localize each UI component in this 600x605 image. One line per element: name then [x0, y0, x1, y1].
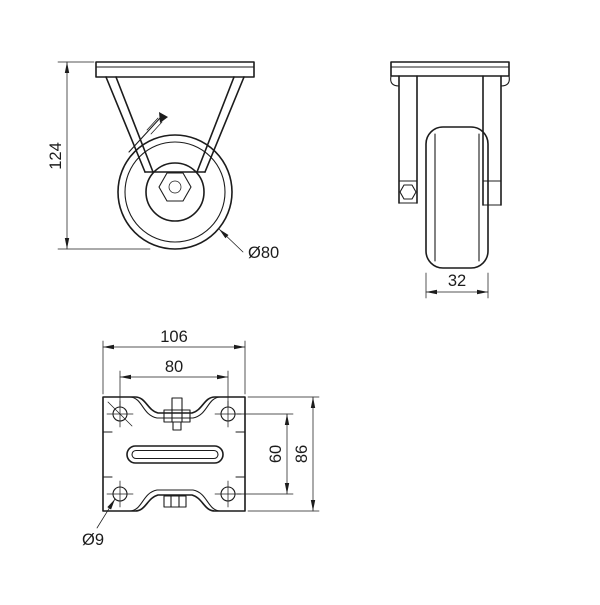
dim-plate-width: 106	[102, 328, 246, 395]
plate-inner-edges	[102, 396, 246, 512]
axle-bolt	[399, 184, 417, 200]
brand-stamp	[128, 112, 168, 153]
front-view: 124 Ø80	[47, 61, 279, 262]
plate-top-view: 106 80 60 86 Ø9	[82, 328, 320, 549]
dim-label-wheel-diameter: Ø80	[248, 244, 279, 262]
dim-plate-depth: 86	[247, 396, 320, 512]
dim-label-bolt-spacing-x: 80	[165, 358, 183, 376]
bolt-hole	[106, 480, 134, 508]
kingpin-detail-bottom	[163, 495, 187, 508]
top-plate	[95, 61, 255, 78]
side-view: 32	[390, 61, 510, 299]
wheel-side	[425, 126, 489, 269]
wheel-front	[117, 134, 233, 250]
dim-label-plate-depth: 86	[293, 445, 311, 463]
axle-nut	[158, 172, 192, 202]
leader-wheel-diameter: Ø80	[218, 228, 279, 262]
dim-label-wheel-width: 32	[448, 272, 466, 290]
dim-bolt-spacing-y: 60	[236, 413, 294, 495]
plate-outline	[102, 396, 246, 512]
leader-hole-diameter: Ø9	[82, 498, 116, 549]
mounting-slot	[126, 445, 224, 464]
top-plate-side	[390, 61, 510, 87]
dim-label-bolt-spacing-y: 60	[267, 445, 285, 463]
dim-bolt-spacing-x: 80	[119, 358, 229, 408]
dim-label-height: 124	[47, 142, 65, 170]
fork-bracket	[105, 76, 245, 173]
dim-overall-height: 124	[47, 61, 151, 250]
dim-label-plate-width: 106	[160, 328, 188, 346]
bracket-legs-side	[398, 75, 502, 206]
dim-label-hole-diameter: Ø9	[82, 531, 104, 549]
kingpin-detail-top	[163, 397, 191, 431]
dim-wheel-width: 32	[425, 272, 489, 299]
